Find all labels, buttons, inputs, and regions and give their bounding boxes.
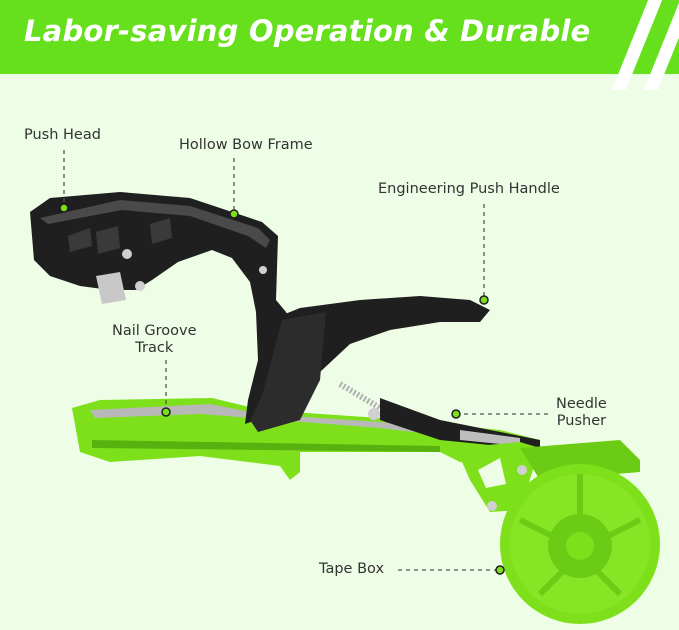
reel-spoke [537, 567, 567, 597]
base-shadow [92, 440, 440, 452]
base-rail [90, 404, 530, 446]
banner-title: Labor-saving Operation & Durable [24, 14, 591, 48]
needle-plate [460, 430, 520, 446]
marker-dot [495, 565, 505, 575]
marker-dot [451, 409, 461, 419]
frame-highlight [40, 200, 270, 248]
reel-spoke [593, 567, 623, 597]
frame-screw [122, 249, 132, 259]
frame-slot [96, 226, 120, 254]
callout-needle-pusher-line2: Pusher [556, 413, 607, 429]
frame-screw [135, 281, 145, 291]
callout-hollow-bow-frame: Hollow Bow Frame [179, 137, 313, 153]
bow-frame [30, 192, 300, 424]
tape-box-arm-window [478, 458, 506, 488]
marker-dot [479, 295, 489, 305]
reel-spoke [518, 517, 554, 539]
callout-needle-pusher: Needle Pusher [556, 396, 607, 430]
callout-nail-groove-line1: Nail Groove [112, 323, 197, 339]
push-head-blade [96, 272, 126, 304]
spring [338, 381, 382, 411]
callout-nail-groove-line2: Track [135, 340, 174, 356]
callout-nail-groove-track: Nail Groove Track [112, 323, 197, 357]
marker-dot [59, 203, 69, 213]
arm-screw [487, 501, 497, 511]
callout-tape-box: Tape Box [319, 561, 385, 577]
reel-spoke [606, 517, 642, 539]
frame-screw [259, 266, 267, 274]
callout-needle-pusher-line1: Needle [556, 396, 607, 412]
handle-grip [250, 312, 326, 432]
pivot-screw [368, 408, 380, 420]
marker-dot [161, 407, 171, 417]
frame-slot [150, 218, 172, 244]
base-track [72, 398, 540, 480]
arm-screw [517, 465, 527, 475]
marker-dot [229, 209, 239, 219]
callout-push-head: Push Head [24, 127, 101, 143]
frame-slot [68, 228, 92, 252]
tape-reel-axle [566, 532, 594, 560]
callout-engineering-push-handle: Engineering Push Handle [378, 181, 560, 197]
title-banner: Labor-saving Operation & Durable [0, 0, 679, 90]
